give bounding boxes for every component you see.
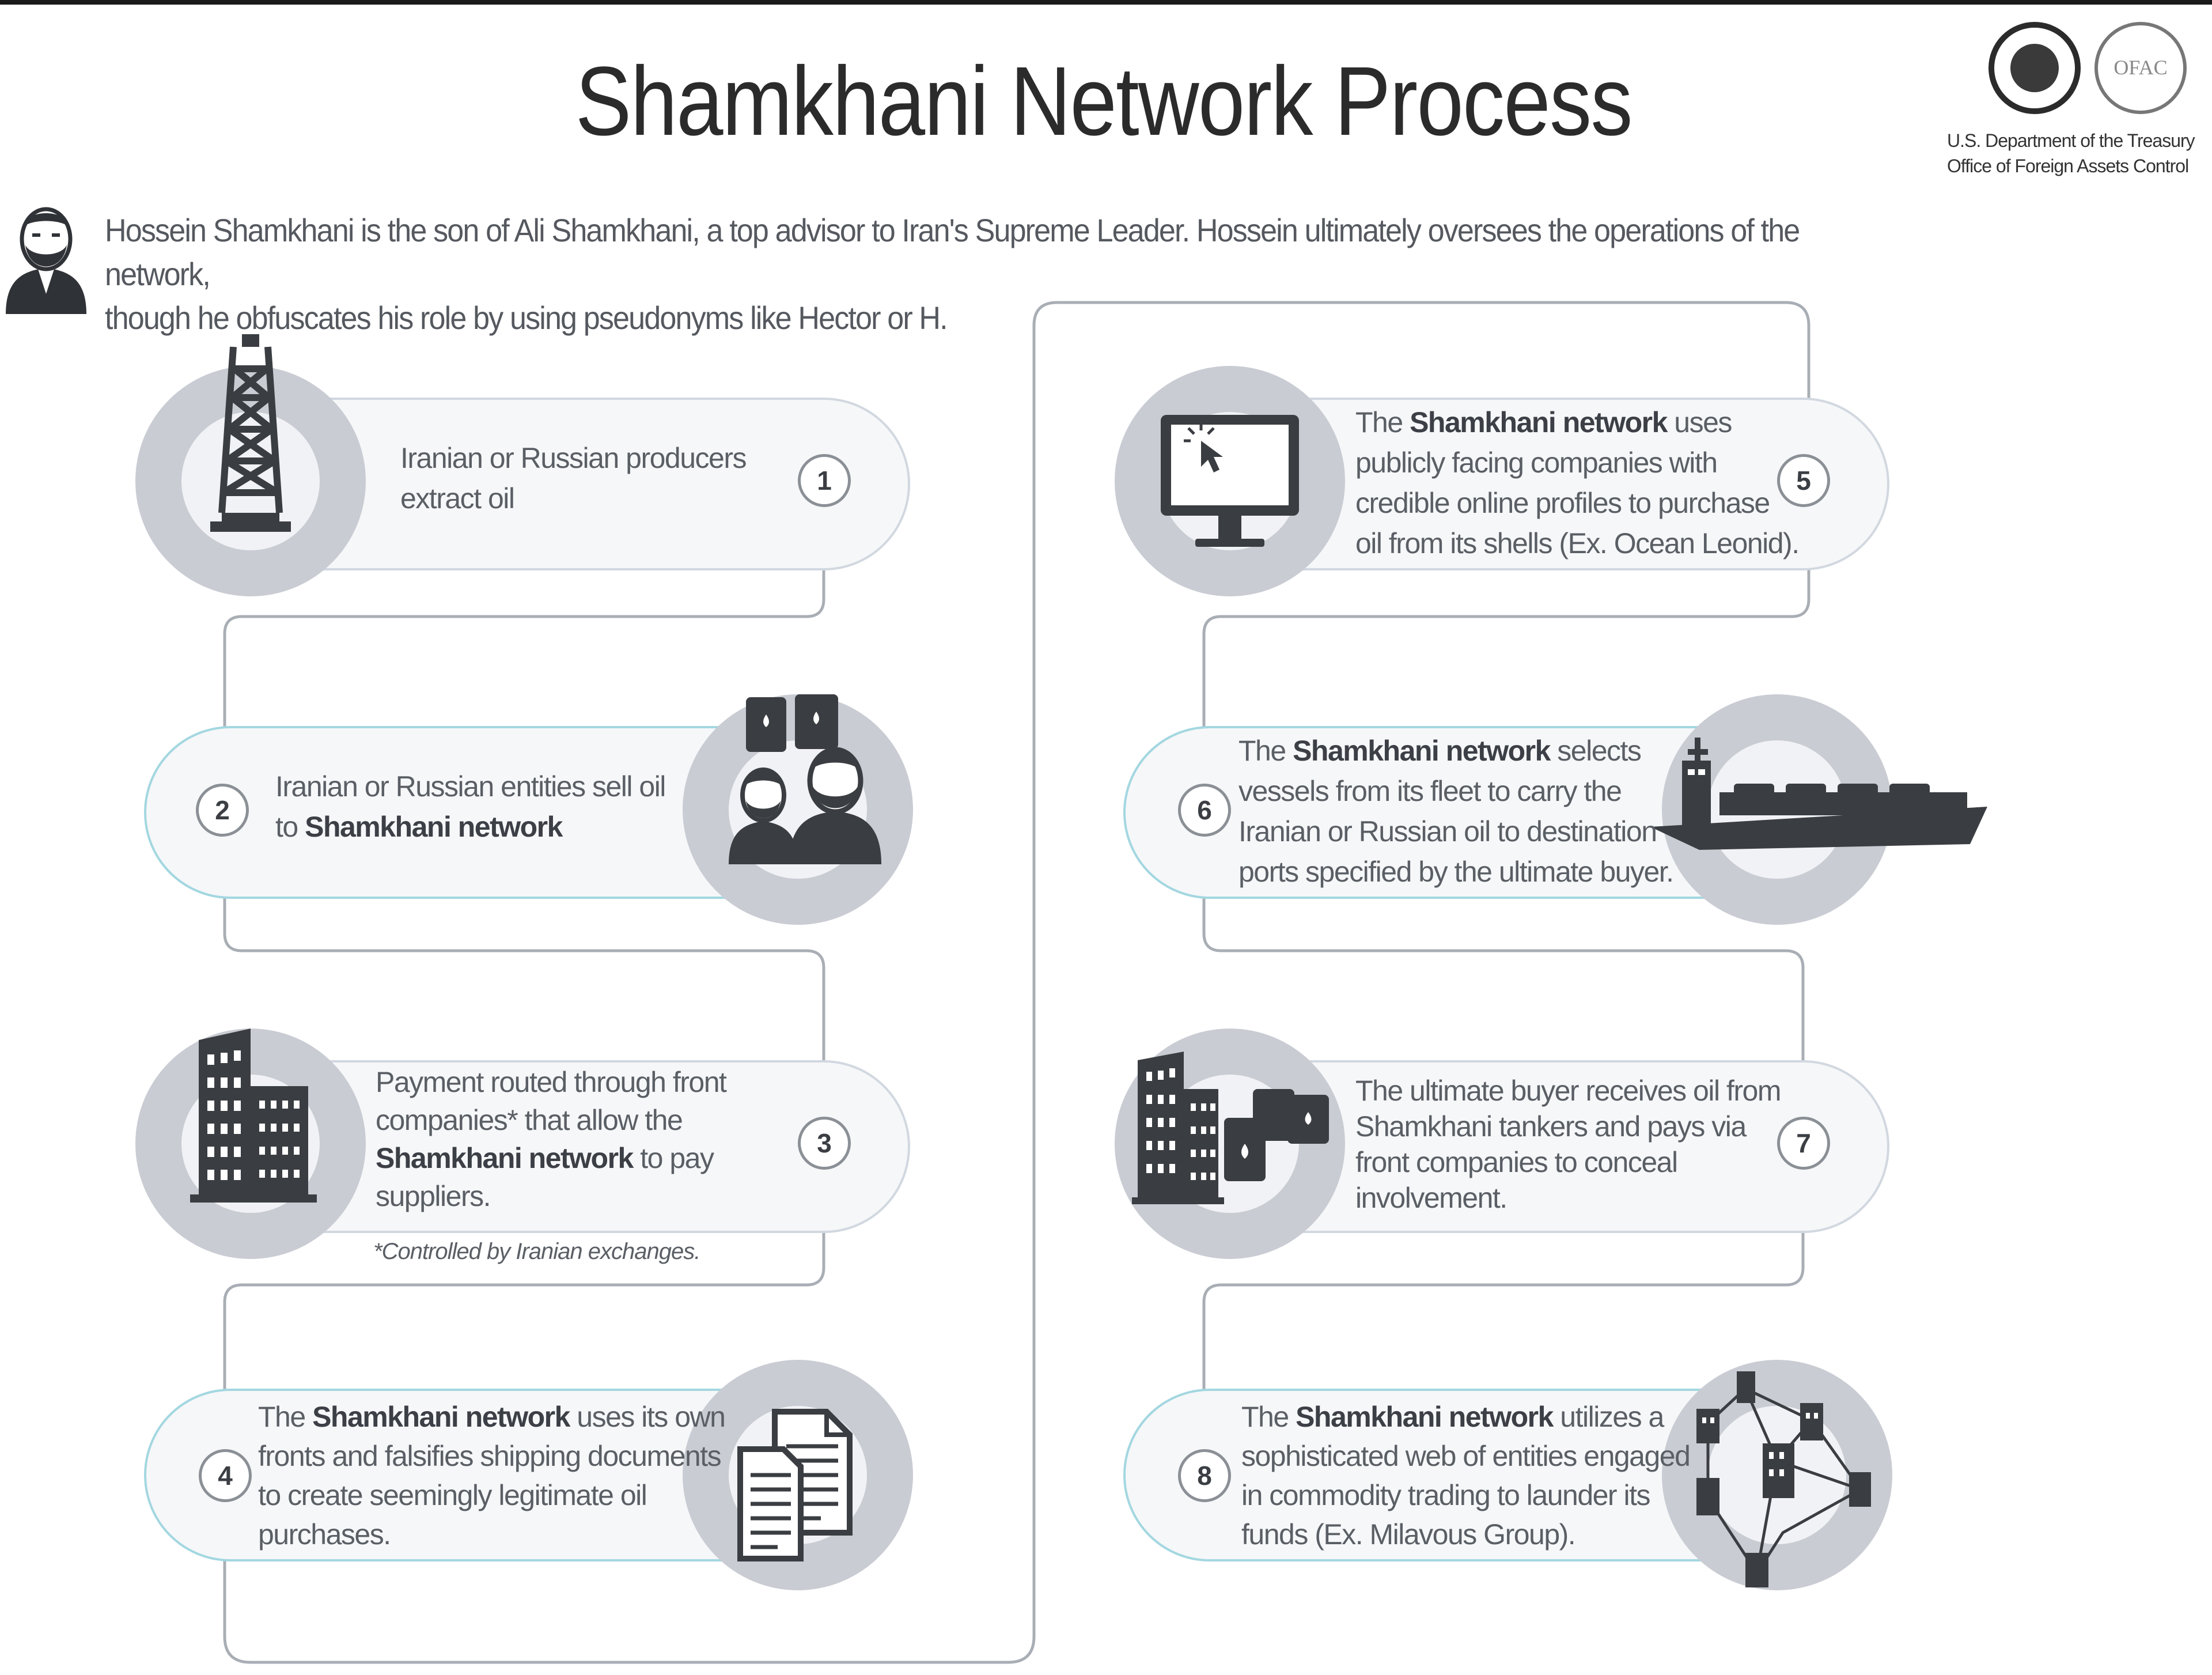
network-name-emphasis: Shamkhani network bbox=[1410, 406, 1668, 438]
agency-line-2: Office of Foreign Assets Control bbox=[1947, 156, 2189, 176]
oil-sellers-icon bbox=[683, 657, 913, 887]
oil-derrick-icon bbox=[135, 323, 366, 553]
network-name-emphasis: Shamkhani network bbox=[305, 811, 563, 843]
entity-network-icon bbox=[1662, 1360, 1892, 1590]
buildings-barrels-icon bbox=[1115, 1020, 1345, 1250]
step-number-badge: 3 bbox=[798, 1117, 851, 1170]
page-title: Shamkhani Network Process bbox=[575, 47, 1633, 156]
agency-seals: OFAC bbox=[1982, 17, 2212, 190]
documents-icon bbox=[683, 1360, 913, 1590]
ofac-seal-icon: OFAC bbox=[2094, 22, 2187, 114]
treasury-seal-icon bbox=[1988, 22, 2081, 114]
agency-name: U.S. Department of the Treasury Office o… bbox=[1947, 128, 2212, 179]
step-number-badge: 4 bbox=[199, 1449, 252, 1502]
network-name-emphasis: Shamkhani network bbox=[376, 1142, 634, 1174]
person-icon bbox=[0, 193, 92, 314]
step-1-icon-circle bbox=[135, 366, 366, 596]
intro-text: Hossein Shamkhani is the son of Ali Sham… bbox=[105, 209, 1819, 340]
step-number-badge: 6 bbox=[1178, 784, 1231, 837]
step-number-badge: 1 bbox=[798, 454, 851, 507]
step-number-badge: 8 bbox=[1178, 1449, 1231, 1502]
intro-line-2: though he obfuscates his role by using p… bbox=[105, 300, 948, 336]
computer-monitor-icon bbox=[1115, 366, 1345, 596]
step-3-footnote: *Controlled by Iranian exchanges. bbox=[373, 1239, 700, 1264]
agency-line-1: U.S. Department of the Treasury bbox=[1947, 130, 2195, 151]
intro-line-1: Hossein Shamkhani is the son of Ali Sham… bbox=[105, 212, 1800, 292]
network-name-emphasis: Shamkhani network bbox=[312, 1401, 570, 1433]
network-name-emphasis: Shamkhani network bbox=[1293, 735, 1551, 767]
office-building-icon bbox=[135, 1000, 366, 1230]
step-number-badge: 5 bbox=[1777, 454, 1830, 507]
network-name-emphasis: Shamkhani network bbox=[1296, 1401, 1554, 1433]
top-border bbox=[0, 0, 2212, 5]
step-number-badge: 2 bbox=[196, 784, 249, 837]
step-number-badge: 7 bbox=[1777, 1117, 1830, 1170]
tanker-ship-icon bbox=[1647, 697, 1993, 928]
